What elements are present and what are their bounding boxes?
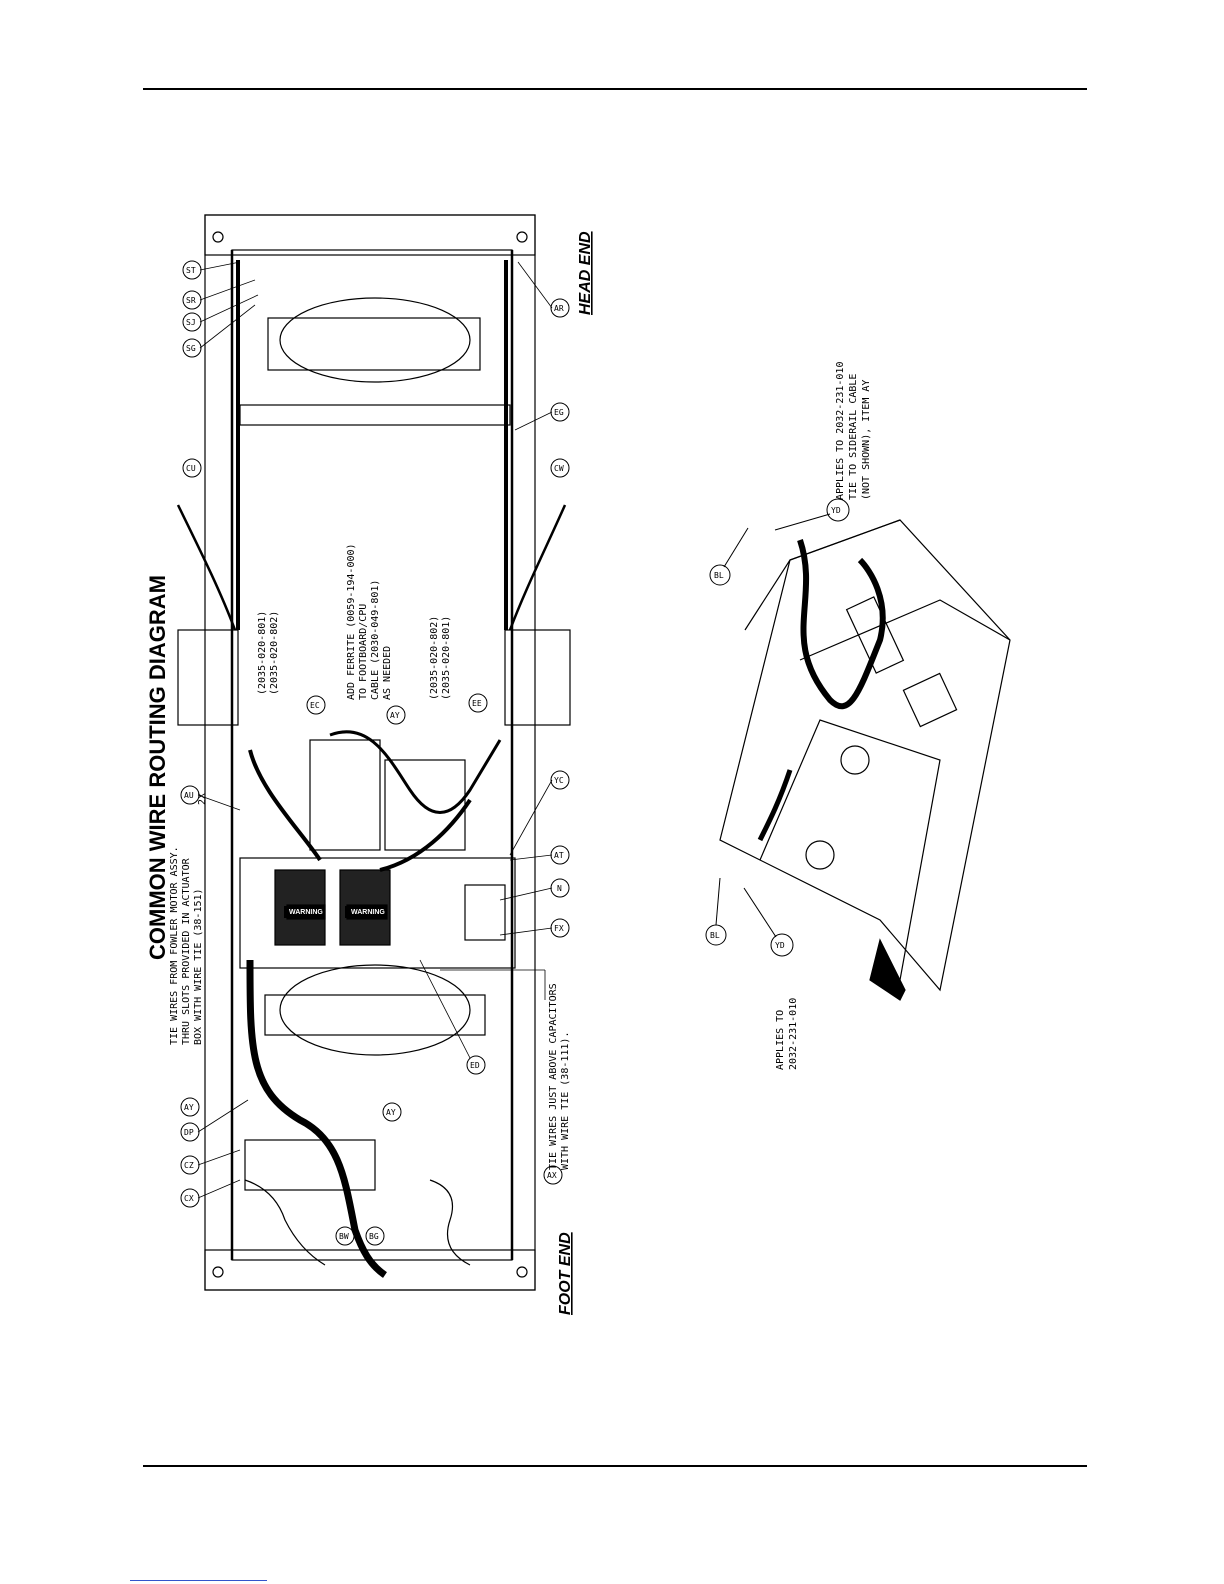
svg-text:WITH WIRE TIE (38-111).: WITH WIRE TIE (38-111). — [560, 1032, 571, 1170]
diagram-title: COMMON WIRE ROUTING DIAGRAM — [145, 575, 170, 960]
callout-dp: DP — [184, 1128, 194, 1137]
callout-au: AU — [184, 791, 194, 800]
warning-label-1: WARNING — [289, 909, 323, 916]
header-rule — [143, 88, 1087, 90]
callout-bl-1: BL — [714, 571, 724, 580]
frame-outline — [204, 214, 536, 1291]
svg-text:BOX WITH WIRE TIE (38-151): BOX WITH WIRE TIE (38-151) — [193, 888, 204, 1045]
svg-text:TIE TO SIDERAIL CABLE: TIE TO SIDERAIL CABLE — [848, 374, 859, 500]
callout-labels-main: ST SR SJ SG CU AR EG CW EC AY EE YC AT N… — [184, 266, 564, 1241]
callout-sj: SJ — [186, 318, 196, 327]
svg-text:(2035-020-802): (2035-020-802) — [429, 616, 440, 700]
warning-label-2: WARNING — [351, 909, 385, 916]
note-applies-right: APPLIES TO 2032-231-010 TIE TO SIDERAIL … — [835, 362, 872, 500]
callout-yc: YC — [554, 776, 564, 785]
svg-text:2032-231-010: 2032-231-010 — [788, 998, 799, 1070]
siderail-block-left — [177, 629, 239, 726]
svg-text:APPLIES TO: APPLIES TO — [775, 1010, 786, 1070]
head-end-cap — [204, 214, 536, 256]
svg-text:ADD FERRITE (0059-194-000): ADD FERRITE (0059-194-000) — [346, 543, 357, 700]
callout-at: AT — [554, 851, 564, 860]
foot-end-cap — [204, 1249, 536, 1291]
svg-text:(2035-020-801): (2035-020-801) — [441, 616, 452, 700]
footer-rule — [143, 1465, 1087, 1467]
callout-sg: SG — [186, 344, 196, 353]
svg-text:AS NEEDED: AS NEEDED — [382, 646, 393, 700]
note-ferrite: ADD FERRITE (0059-194-000) TO FOOTBOARD/… — [346, 543, 393, 700]
callout-ay-3: AY — [386, 1108, 396, 1117]
note-part-numbers-a: (2035-020-801) (2035-020-802) — [257, 611, 280, 695]
svg-text:THRU SLOTS PROVIDED IN ACTUATO: THRU SLOTS PROVIDED IN ACTUATOR — [181, 857, 192, 1045]
callout-yd-2: YD — [775, 941, 785, 950]
svg-text:(2035-020-802): (2035-020-802) — [269, 611, 280, 695]
callout-bw: BW — [339, 1232, 349, 1241]
svg-text:TIE WIRES FROM FOWLER MOTOR AS: TIE WIRES FROM FOWLER MOTOR ASSY. — [169, 846, 180, 1045]
note-capacitors: TIE WIRES JUST ABOVE CAPACITORS WITH WIR… — [548, 983, 571, 1170]
footer-link-underline[interactable] — [130, 1580, 267, 1581]
callout-ax: AX — [547, 1171, 557, 1180]
callout-st: ST — [186, 266, 196, 275]
callout-bl-2: BL — [710, 931, 720, 940]
svg-text:(NOT SHOWN), ITEM AY: (NOT SHOWN), ITEM AY — [861, 380, 872, 500]
callout-bg: BG — [369, 1232, 379, 1241]
note-part-numbers-b: (2035-020-802) (2035-020-801) — [429, 616, 452, 700]
callout-ee: EE — [472, 699, 482, 708]
leader-lines — [197, 261, 553, 1199]
bed-frame-diagram — [176, 214, 571, 1291]
callout-ed: ED — [470, 1061, 480, 1070]
callout-cw: CW — [554, 464, 564, 473]
callout-cz: CZ — [184, 1161, 194, 1170]
svg-text:CABLE (2030-049-801): CABLE (2030-049-801) — [370, 580, 381, 700]
callout-ar: AR — [554, 304, 564, 313]
callout-yd-1: YD — [831, 506, 841, 515]
callout-ec: EC — [310, 701, 320, 710]
callout-cu: CU — [186, 464, 196, 473]
electrical-box — [239, 857, 516, 969]
callouts-iso — [705, 498, 850, 957]
note-tie-fowler: TIE WIRES FROM FOWLER MOTOR ASSY. THRU S… — [169, 846, 204, 1045]
callout-n: N — [557, 884, 562, 893]
head-end-label: HEAD END — [577, 231, 594, 315]
callout-ay-1: AY — [390, 711, 400, 720]
svg-text:APPLIES TO 2032-231-010: APPLIES TO 2032-231-010 — [835, 362, 846, 500]
callout-fx: FX — [554, 924, 564, 933]
siderail-block-right — [504, 629, 571, 726]
callout-sr: SR — [186, 296, 196, 305]
callouts-main — [180, 260, 570, 1246]
callout-eg: EG — [554, 408, 564, 417]
note-applies-left: APPLIES TO 2032-231-010 — [775, 998, 799, 1070]
svg-text:(2035-020-801): (2035-020-801) — [257, 611, 268, 695]
au-quantity: 2X — [197, 793, 208, 805]
frame-inner — [231, 249, 513, 1261]
callout-ay-2: AY — [184, 1103, 194, 1112]
actuator-box-isometric — [719, 519, 1011, 1001]
svg-text:TO FOOTBOARD/CPU: TO FOOTBOARD/CPU — [358, 604, 369, 700]
foot-end-label: FOOT END — [557, 1232, 574, 1315]
svg-text:TIE WIRES JUST ABOVE CAPACITOR: TIE WIRES JUST ABOVE CAPACITORS — [548, 983, 559, 1170]
callout-cx: CX — [184, 1194, 194, 1203]
